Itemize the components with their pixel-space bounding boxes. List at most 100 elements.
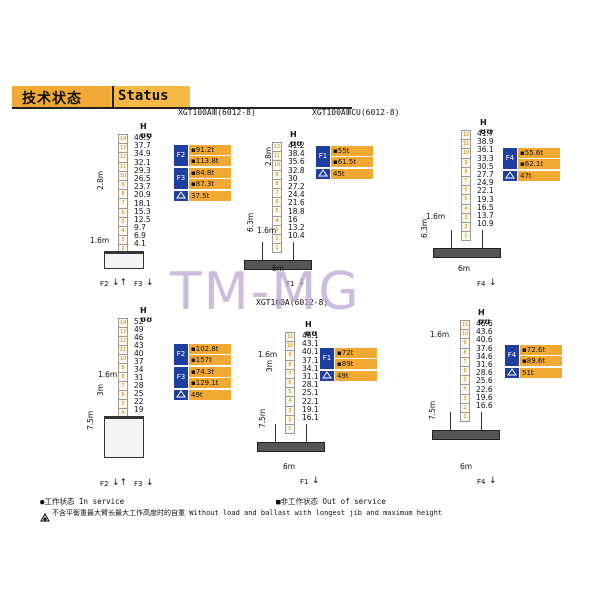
mast-section: 10 bbox=[460, 329, 470, 339]
height-value: 19.1 bbox=[302, 404, 319, 414]
force-arrow-icon: ↓ bbox=[146, 278, 154, 288]
height-value: 41.7 bbox=[477, 129, 494, 138]
height-value: 34.9 bbox=[134, 149, 151, 159]
mast-section: 6 bbox=[461, 185, 471, 195]
base-height-dimension: 7.5m bbox=[86, 410, 95, 430]
crane-weight-icon bbox=[174, 390, 188, 400]
crane-weight-icon bbox=[505, 368, 519, 378]
height-value: 43.1 bbox=[302, 339, 319, 349]
force-label-f2: F2 bbox=[100, 480, 109, 488]
mast-section: 13 bbox=[118, 327, 128, 336]
force-arrow-icon: ↓ bbox=[298, 278, 306, 288]
base-legs bbox=[275, 424, 307, 443]
height-value: 22 bbox=[134, 397, 144, 406]
base-width-dimension: 6m bbox=[460, 462, 473, 471]
height-value: 40 bbox=[134, 349, 144, 358]
mast-section: 6 bbox=[118, 390, 128, 399]
base-height-dimension: 6.3m bbox=[246, 212, 255, 232]
mast-section: 1 bbox=[285, 423, 295, 435]
mast-section: 11 bbox=[118, 161, 128, 171]
mast-section: 12 bbox=[272, 142, 282, 152]
height-value: 13.7 bbox=[477, 210, 494, 220]
height-value: 32.1 bbox=[134, 157, 151, 167]
mast-section: 1 bbox=[460, 411, 470, 423]
height-value: 32.8 bbox=[288, 165, 305, 175]
height-value: 37 bbox=[134, 357, 144, 366]
load-value: ▪72.6t bbox=[520, 345, 562, 355]
load-tag-f4: F4 bbox=[505, 345, 519, 366]
header-title-en: Status bbox=[118, 88, 169, 104]
mast-section: 11 bbox=[272, 151, 282, 161]
mast-section: 3 bbox=[461, 212, 471, 222]
load-value: ▪62.1t bbox=[518, 159, 560, 169]
height-value: 22.6 bbox=[476, 384, 493, 394]
header-bar bbox=[12, 86, 132, 108]
crane-weight-icon bbox=[174, 191, 188, 201]
height-value: 16.1 bbox=[302, 412, 319, 422]
height-value: 46.6 bbox=[476, 319, 493, 328]
height-value: 43 bbox=[134, 341, 144, 350]
height-value: 34 bbox=[134, 365, 144, 374]
load-tag-f1: F1 bbox=[316, 146, 330, 167]
tower-base bbox=[257, 442, 325, 453]
mast-section: 8 bbox=[118, 372, 128, 381]
height-value: 31 bbox=[134, 373, 144, 382]
legend-in-service: ●工作状态 In service bbox=[40, 497, 125, 506]
base-height-dimension: 7.5m bbox=[428, 400, 437, 420]
mast-section: 7 bbox=[118, 198, 128, 208]
load-value: ▪91.2t bbox=[189, 145, 231, 155]
base-legs bbox=[450, 412, 482, 431]
mast-section: 11 bbox=[118, 345, 128, 354]
height-value: 27.2 bbox=[288, 181, 305, 191]
crane-weight-icon bbox=[320, 371, 334, 381]
mast-section: 3 bbox=[118, 235, 128, 245]
mast-section: 4 bbox=[118, 408, 128, 417]
mast-section-dimension: 3m bbox=[96, 383, 105, 396]
base-height-dimension: 7.5m bbox=[258, 408, 267, 428]
mast-section: 6 bbox=[460, 365, 470, 376]
mast-section: 5 bbox=[272, 206, 282, 216]
base-width-dimension: 6m bbox=[283, 462, 296, 471]
height-value: 30 bbox=[288, 173, 298, 183]
mast-section: 3 bbox=[460, 393, 470, 403]
mast-section: 4 bbox=[272, 215, 282, 225]
height-value: 38.4 bbox=[288, 149, 305, 159]
height-value: 28 bbox=[134, 381, 144, 390]
height-value: 19 bbox=[134, 405, 144, 414]
load-value: ▪102.8t bbox=[189, 344, 231, 354]
hook-label: H ʊʊ bbox=[290, 130, 303, 148]
height-value: 16 bbox=[288, 214, 298, 224]
force-label-f4: F4 bbox=[477, 280, 486, 288]
height-value: 35.6 bbox=[288, 157, 305, 167]
legend-crane-icon bbox=[40, 507, 50, 526]
hook-label: H ʊʊ bbox=[140, 122, 153, 140]
mast-section-dimension: 2.8m bbox=[96, 170, 105, 190]
height-value: 26.5 bbox=[134, 173, 151, 183]
mast-section: 12 bbox=[118, 336, 128, 345]
height-value: 6.9 bbox=[134, 231, 146, 241]
load-tag-f2: F2 bbox=[174, 344, 188, 365]
height-value: 46 bbox=[134, 333, 144, 342]
force-label-f4: F4 bbox=[477, 478, 486, 486]
load-value: ▪72t bbox=[335, 348, 377, 358]
height-value: 24.9 bbox=[477, 178, 494, 188]
mast-section: 9 bbox=[118, 363, 128, 372]
force-arrow-icon: ↓↑ bbox=[112, 478, 128, 488]
height-value: 15.3 bbox=[134, 206, 151, 216]
mast-section: 9 bbox=[285, 350, 295, 360]
header-underline bbox=[12, 107, 352, 109]
mast-section: 2 bbox=[285, 414, 295, 424]
load-value: ▪113.8t bbox=[189, 156, 231, 166]
load-value: ▪129.1t bbox=[189, 378, 231, 388]
model-label-1: XGT100AⅢ(6012-8) bbox=[178, 108, 256, 117]
mast-section: 8 bbox=[272, 178, 282, 188]
mast-section: 11 bbox=[461, 139, 471, 149]
height-value: 10.9 bbox=[477, 219, 494, 229]
mast-section: 2 bbox=[118, 244, 128, 254]
mast-section: 12 bbox=[118, 152, 128, 162]
